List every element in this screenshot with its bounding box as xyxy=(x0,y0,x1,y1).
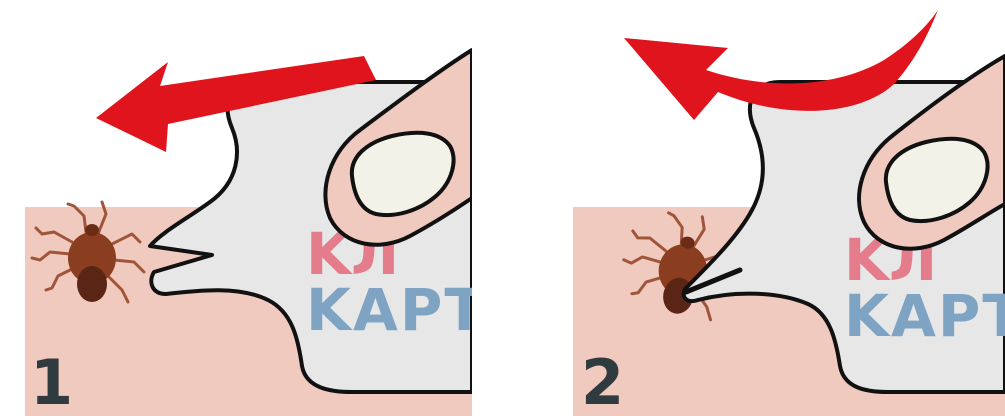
panel-1: KЛ KAPT 1 xyxy=(25,50,486,416)
card-brand-bottom-2: KAPT xyxy=(844,282,1005,350)
step-number-1: 1 xyxy=(30,346,73,416)
panel-2: KЛ KAPT 2 xyxy=(573,10,1005,416)
step-number-2: 2 xyxy=(581,346,624,416)
card-brand-bottom-1: KAPT xyxy=(306,276,486,344)
